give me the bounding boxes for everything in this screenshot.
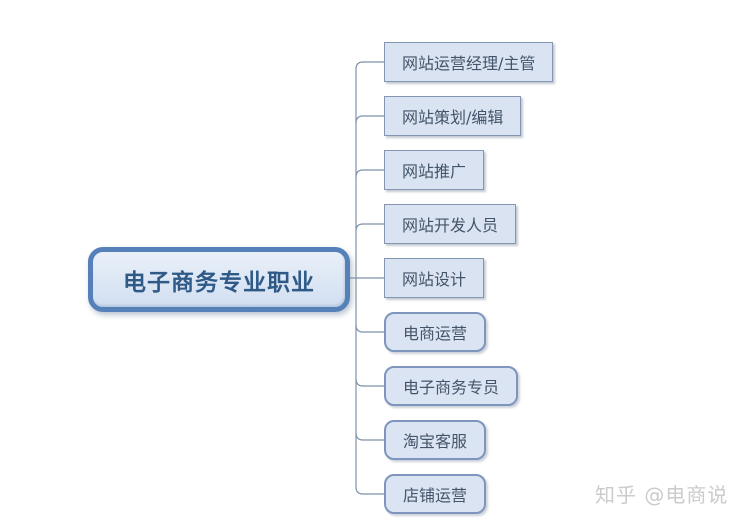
node-website-design[interactable]: 网站设计: [384, 258, 485, 298]
node-ecommerce-specialist[interactable]: 电子商务专员: [384, 366, 519, 406]
node-store-operations[interactable]: 店铺运营: [384, 474, 487, 514]
node-website-operations-manager[interactable]: 网站运营经理/主管: [384, 42, 554, 82]
node-taobao-customer-service[interactable]: 淘宝客服: [384, 420, 487, 460]
node-website-planning-editor[interactable]: 网站策划/编辑: [384, 96, 522, 136]
node-website-promotion[interactable]: 网站推广: [384, 150, 485, 190]
connector-branch-3: [355, 169, 384, 178]
connector-branch-9: [355, 486, 384, 495]
connector-branch-7: [355, 378, 384, 387]
connector-branch-1: [355, 61, 384, 70]
connector-branch-2: [355, 115, 384, 124]
node-ecommerce-operations[interactable]: 电商运营: [384, 312, 487, 352]
root-node-ecommerce-careers[interactable]: 电子商务专业职业: [88, 247, 350, 312]
node-website-developer[interactable]: 网站开发人员: [384, 204, 517, 244]
connector-branch-4: [355, 223, 384, 232]
zhihu-watermark: 知乎 @电商说: [595, 483, 729, 507]
connector-branch-6: [355, 324, 384, 333]
connector-branch-8: [355, 432, 384, 441]
